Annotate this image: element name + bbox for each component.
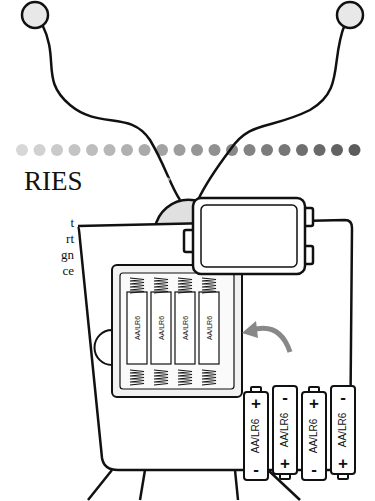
battery-type-label: AA/LR6 xyxy=(158,316,165,340)
aa-battery xyxy=(273,386,297,474)
rule-dot xyxy=(244,144,256,156)
rule-dot xyxy=(34,144,46,156)
contact-spring xyxy=(178,370,192,385)
polarity-sign: - xyxy=(311,461,317,478)
polarity-sign: + xyxy=(280,455,290,472)
battery-type-label: AA/LR6 xyxy=(338,413,348,447)
contact-spring xyxy=(154,278,168,293)
rule-dot xyxy=(86,144,98,156)
rule-dot xyxy=(69,144,81,156)
rule-dot xyxy=(16,144,28,156)
paragraph-fragment: ce xyxy=(62,264,74,277)
contact-spring xyxy=(130,278,144,293)
rule-dot xyxy=(104,144,116,156)
battery-compartment xyxy=(95,265,243,397)
dot-rule xyxy=(16,144,361,156)
paragraph-fragment: t xyxy=(70,216,74,229)
antennas xyxy=(22,2,363,200)
rule-dot xyxy=(51,144,63,156)
open-lid xyxy=(184,198,313,274)
contact-spring xyxy=(130,370,144,385)
rule-dot xyxy=(261,144,273,156)
rule-dot xyxy=(349,144,361,156)
contact-spring xyxy=(202,370,216,385)
battery-type-label: AA/LR6 xyxy=(182,316,189,340)
polarity-sign: + xyxy=(338,455,348,472)
loose-batteries xyxy=(244,386,355,480)
paragraph-fragment: gn xyxy=(61,248,74,261)
battery-type-label: AA/LR6 xyxy=(134,316,141,340)
rule-dot xyxy=(279,144,291,156)
polarity-sign: - xyxy=(253,461,259,478)
rule-dot xyxy=(121,144,133,156)
section-heading: RIES xyxy=(24,168,83,195)
rule-dot xyxy=(139,144,151,156)
polarity-sign: - xyxy=(340,389,346,406)
battery-type-label: AA/LR6 xyxy=(251,419,261,453)
contact-spring xyxy=(154,370,168,385)
contact-spring xyxy=(178,278,192,293)
rule-dot xyxy=(331,144,343,156)
aa-battery xyxy=(331,386,355,474)
rule-dot xyxy=(296,144,308,156)
rule-dot xyxy=(209,144,221,156)
polarity-sign: + xyxy=(309,395,319,412)
battery-type-label: AA/LR6 xyxy=(206,316,213,340)
paragraph-fragment: rt xyxy=(66,232,74,245)
battery-type-label: AA/LR6 xyxy=(280,413,290,447)
battery-type-label: AA/LR6 xyxy=(309,419,319,453)
aa-battery xyxy=(244,392,268,480)
polarity-sign: - xyxy=(282,389,288,406)
polarity-sign: + xyxy=(251,395,261,412)
contact-spring xyxy=(202,278,216,293)
rule-dot xyxy=(191,144,203,156)
aa-battery xyxy=(302,392,326,480)
insert-arrow xyxy=(242,321,290,352)
rule-dot xyxy=(314,144,326,156)
rule-dot xyxy=(174,144,186,156)
